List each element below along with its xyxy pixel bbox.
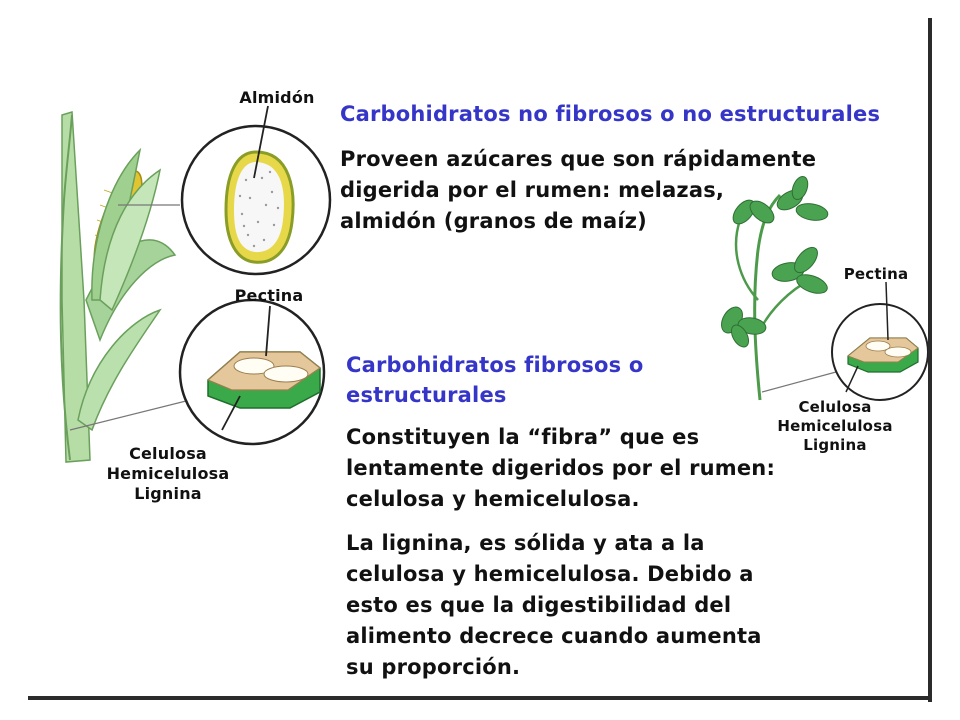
frame-border-right <box>928 18 932 702</box>
body-non-fibrous: Proveen azúcares que son rápidamente dig… <box>340 144 820 237</box>
body-line: su proporción. <box>346 655 521 679</box>
alfalfa-plant-illustration <box>721 175 829 401</box>
fiber-labels-left: Celulosa Hemicelulosa Lignina <box>88 444 248 504</box>
body-line: almidón (granos de maíz) <box>340 209 647 233</box>
body-line: La lignina, es sólida y ata a la <box>346 531 705 555</box>
lignin-label-right: Lignina <box>803 436 867 454</box>
starch-grain-circle <box>180 105 332 276</box>
frame-border-bottom <box>28 696 932 700</box>
body-line: alimento decrece cuando aumenta <box>346 624 762 648</box>
cellulose-label-right: Celulosa <box>798 398 872 416</box>
body-line: esto es que la digestibilidad del <box>346 593 732 617</box>
heading-line: Carbohidratos fibrosos o <box>346 353 644 377</box>
body-line: Proveen azúcares que son rápidamente <box>340 147 817 171</box>
body-line: lentamente digeridos por el rumen: <box>346 456 776 480</box>
heading-line: estructurales <box>346 383 507 407</box>
body-fibrous: Constituyen la “fibra” que es lentamente… <box>346 422 786 515</box>
heading-non-fibrous: Carbohidratos no fibrosos o no estructur… <box>340 102 881 126</box>
hemicellulose-label-right: Hemicelulosa <box>777 417 893 435</box>
corn-plant-illustration <box>59 111 177 463</box>
pectin-label-left: Pectina <box>234 286 304 305</box>
starch-label: Almidón <box>239 88 315 107</box>
cell-wall-circle-right <box>831 281 929 401</box>
body-line: celulosa y hemicelulosa. <box>346 487 640 511</box>
body-line: celulosa y hemicelulosa. Debido a <box>346 562 754 586</box>
body-line: digerida por el rumen: melazas, <box>340 178 725 202</box>
body-line: Constituyen la “fibra” que es <box>346 425 700 449</box>
pectin-label-right: Pectina <box>843 265 909 283</box>
lignin-label-left: Lignina <box>134 484 202 503</box>
heading-fibrous: Carbohidratos fibrosos o estructurales <box>346 350 746 410</box>
cellulose-label-left: Celulosa <box>129 444 207 463</box>
fiber-labels-right: Celulosa Hemicelulosa Lignina <box>770 398 900 455</box>
cell-wall-circle-left <box>178 298 326 446</box>
body-lignin: La lignina, es sólida y ata a la celulos… <box>346 528 786 683</box>
hemicellulose-label-left: Hemicelulosa <box>106 464 230 483</box>
